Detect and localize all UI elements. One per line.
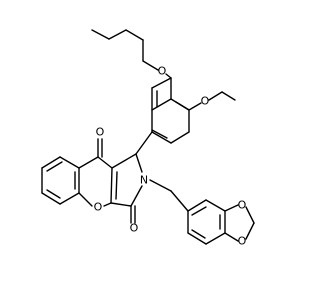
bond — [97, 156, 113, 169]
bond — [170, 131, 190, 144]
bond — [125, 29, 144, 41]
atom-label-o: O — [238, 199, 247, 212]
bond — [170, 190, 189, 212]
bond — [245, 206, 255, 224]
molecule-structure: O O O O O N O O — [41, 29, 255, 248]
bond — [224, 204, 239, 212]
bond — [188, 102, 202, 111]
bond — [142, 60, 159, 71]
atom-label-o: O — [158, 65, 167, 78]
bond — [224, 232, 239, 242]
atom-label-o: O — [238, 235, 247, 248]
bond — [110, 202, 132, 207]
bond — [78, 156, 99, 169]
bond — [59, 192, 80, 205]
bond — [41, 156, 61, 169]
bond — [103, 202, 112, 207]
bond — [46, 189, 61, 199]
atom-labels: O O O O O N O O — [94, 65, 247, 248]
bond — [221, 91, 236, 101]
bond — [165, 73, 172, 79]
bond — [187, 232, 207, 245]
bond — [46, 161, 63, 172]
bond — [130, 185, 143, 207]
bond — [59, 156, 80, 169]
atom-label-o: O — [130, 222, 139, 235]
bond — [245, 222, 255, 240]
atom-label-o: O — [96, 126, 105, 139]
bond — [191, 206, 207, 216]
molecule-canvas: O O O O O N O O — [41, 29, 255, 248]
bond — [78, 192, 93, 207]
atom-label-o: O — [201, 95, 210, 108]
bond — [110, 167, 113, 204]
bond — [208, 91, 223, 101]
bond — [187, 199, 207, 212]
bond — [108, 29, 127, 40]
bond — [111, 153, 137, 169]
bond — [41, 192, 61, 205]
bond — [135, 131, 153, 155]
bond — [149, 179, 172, 192]
bond — [115, 171, 118, 200]
bonds — [41, 29, 255, 245]
atom-label-o: O — [94, 201, 103, 214]
bond — [175, 101, 190, 111]
bond — [151, 131, 172, 144]
bond — [151, 98, 172, 111]
bond — [205, 232, 226, 245]
atom-label-n: N — [140, 174, 148, 187]
bond — [191, 229, 206, 239]
bond — [151, 77, 172, 89]
bond — [135, 153, 143, 173]
bond — [91, 29, 110, 40]
bond — [205, 199, 226, 212]
bond — [151, 129, 168, 139]
